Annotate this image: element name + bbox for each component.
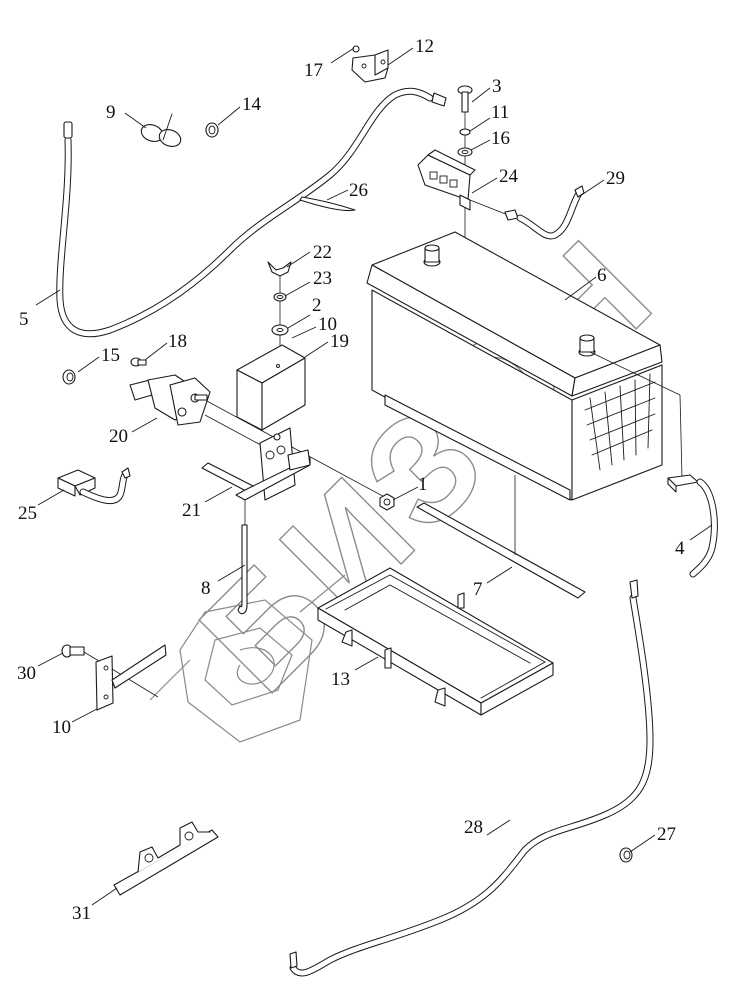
part-12-angle-bracket [351, 49, 389, 83]
callout-5: 5 [19, 309, 29, 330]
callout-21: 21 [182, 500, 201, 521]
part-20-battery-switch [129, 374, 211, 426]
callout-10-lower: 10 [52, 717, 71, 738]
part-31-clamp-plate [113, 821, 219, 896]
callout-13: 13 [331, 669, 350, 690]
battery-side-grid [584, 373, 656, 471]
callout-17: 17 [304, 60, 323, 81]
callout-9: 9 [106, 102, 116, 123]
part-16-flat-washer [457, 147, 473, 157]
part-1-nut [379, 493, 395, 511]
callout-20: 20 [109, 426, 128, 447]
part-30-bolt [61, 644, 85, 658]
callout-19: 19 [330, 331, 349, 352]
part-7-rubber-strip [416, 502, 586, 599]
part-27-grommet [619, 847, 633, 863]
callout-15: 15 [101, 345, 120, 366]
part-4-terminal-cable [667, 474, 718, 578]
callout-22: 22 [313, 242, 332, 263]
callout-28: 28 [464, 817, 483, 838]
callout-24: 24 [499, 166, 519, 187]
part-9-cable-clip [140, 113, 182, 147]
part-13-battery-tray [317, 567, 554, 716]
callout-27: 27 [657, 824, 676, 845]
callout-7: 7 [473, 579, 483, 600]
part-18-bolt [130, 357, 147, 367]
callout-30: 30 [17, 663, 36, 684]
leader-lines [35, 47, 713, 906]
part-15-grommet [62, 369, 76, 385]
callout-31: 31 [72, 903, 91, 924]
callout-12: 12 [415, 36, 434, 57]
part-28-ground-cable [289, 579, 654, 977]
callout-2: 2 [312, 295, 322, 316]
callout-3: 3 [492, 76, 502, 97]
part-5-long-cable [56, 87, 447, 338]
callout-18: 18 [168, 331, 187, 352]
part-29-fuse-cable [469, 185, 585, 240]
callout-10: 10 [318, 314, 337, 335]
part-23-washer [273, 292, 287, 302]
part-3-screw [457, 85, 473, 113]
part-24-fuse-box [417, 149, 476, 211]
callout-11: 11 [491, 102, 509, 123]
part-11-spring-washer [459, 128, 471, 136]
callout-8: 8 [201, 578, 211, 599]
battery-terminal-positive [578, 334, 596, 357]
battery-terminal-negative [423, 244, 441, 267]
callout-6: 6 [597, 265, 607, 286]
part-10-mounting-bracket [95, 644, 167, 711]
callout-16: 16 [491, 128, 510, 149]
part-21-switch-bracket [201, 427, 311, 501]
callout-29: 29 [606, 168, 625, 189]
part-6-battery [366, 231, 663, 501]
callout-1: 1 [418, 474, 428, 495]
part-14-hose-clamp [205, 122, 219, 138]
part-17-bolt [352, 45, 360, 53]
part-22-wing-nut [267, 261, 292, 277]
part-26-cable-tie [299, 196, 356, 212]
part-25-terminal-cover-cable [57, 467, 131, 505]
watermark-logo [149, 574, 346, 743]
part-8-hook-rod [237, 524, 248, 615]
callout-26: 26 [349, 180, 368, 201]
part-2-flat-washer [271, 324, 289, 336]
part-19-relay-cover [236, 344, 306, 431]
callouts: 17 12 3 11 16 24 29 9 14 26 6 5 22 23 2 … [17, 36, 685, 924]
callout-4: 4 [675, 538, 685, 559]
callout-14: 14 [242, 94, 262, 115]
callout-23: 23 [313, 268, 332, 289]
callout-25: 25 [18, 503, 37, 524]
